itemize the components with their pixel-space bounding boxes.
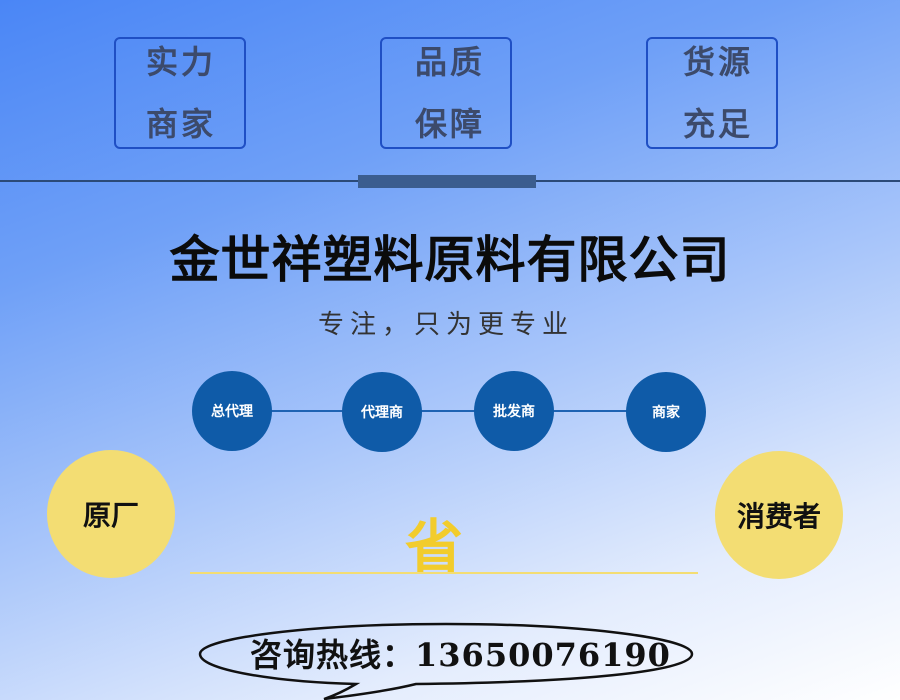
badge-line: 商家 (146, 105, 217, 143)
node-wholesaler: 批发商 (474, 371, 554, 451)
company-name: 金世祥塑料原料有限公司 (169, 231, 731, 289)
badge-line: 实力 (146, 43, 217, 81)
node-general-agent: 总代理 (192, 371, 272, 451)
consumer-circle: 消费者 (715, 451, 843, 579)
hotline-label: 咨询热线： (250, 636, 416, 674)
slogan: 专注，只为更专业 (318, 310, 575, 340)
badge-line: 品质 (415, 43, 486, 81)
save-underline (190, 572, 698, 574)
badge-supply: 货源 充足 (646, 37, 778, 149)
divider-accent (358, 175, 536, 188)
chain-connector (552, 410, 628, 412)
chain-connector (420, 410, 476, 412)
hotline-number[interactable]: 13650076190 (415, 636, 671, 674)
node-agent: 代理商 (342, 372, 422, 452)
save-label: 省 (405, 513, 464, 581)
badge-line: 充足 (683, 105, 754, 143)
badge-line: 保障 (415, 105, 486, 143)
badge-line: 货源 (683, 43, 754, 81)
chain-connector (270, 410, 345, 412)
speech-bubble-icon (198, 622, 694, 700)
node-merchant: 商家 (626, 372, 706, 452)
badge-strength: 实力 商家 (114, 37, 246, 149)
factory-circle: 原厂 (47, 450, 175, 578)
hotline: 咨询热线：13650076190 (250, 630, 671, 676)
badge-quality: 品质 保障 (380, 37, 512, 149)
